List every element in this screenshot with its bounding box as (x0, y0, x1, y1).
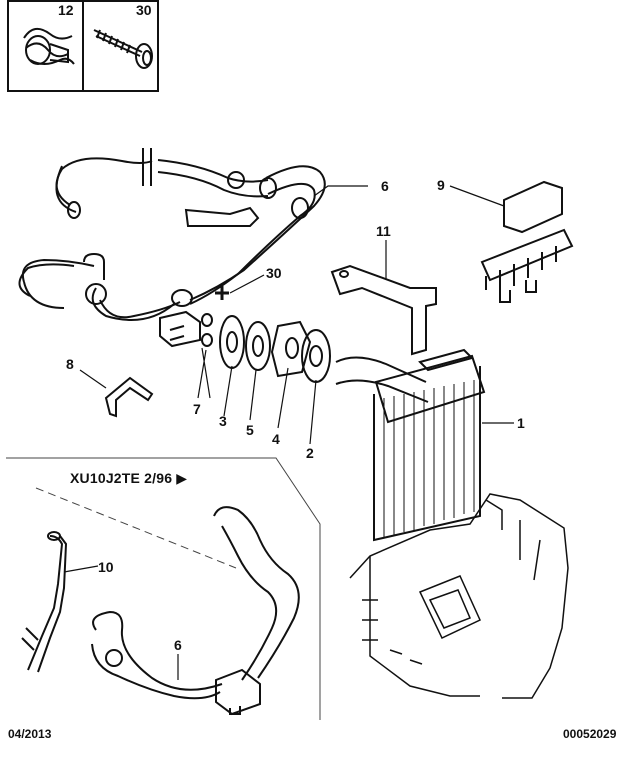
clip-part (104, 376, 154, 418)
callout-1: 1 (517, 415, 525, 431)
callout-6-lower: 6 (174, 637, 182, 653)
parts-inset-divider (82, 0, 84, 92)
callout-5: 5 (246, 422, 254, 438)
inset-part-number-12: 12 (58, 2, 74, 18)
callout-8: 8 (66, 356, 74, 372)
lower-hose-6 (91, 506, 300, 716)
callout-11: 11 (376, 223, 391, 239)
screw-marker-icon (215, 286, 229, 300)
bracket-part (330, 264, 437, 356)
connector-block (480, 180, 574, 303)
callout-4: 4 (272, 431, 280, 447)
leader-lines (63, 185, 514, 680)
hose-clamp-icon (23, 27, 75, 65)
footer-reference: 00052029 (563, 727, 617, 741)
heater-housing (349, 493, 569, 699)
callout-10: 10 (98, 559, 114, 575)
callout-2: 2 (306, 445, 314, 461)
variant-panel-frame (6, 457, 321, 720)
heater-matrix (335, 348, 486, 542)
footer-date: 04/2013 (8, 727, 52, 741)
engine-variant-label: XU10J2TE 2/96 ▶ (70, 470, 188, 486)
callout-3: 3 (219, 413, 227, 429)
inset-part-number-30: 30 (136, 2, 152, 18)
upper-hose-assembly (18, 148, 326, 348)
lower-hose-10 (21, 531, 68, 673)
screw-icon (93, 29, 153, 69)
seal-flange-stack (201, 313, 331, 383)
callout-7: 7 (193, 401, 201, 417)
callout-9: 9 (437, 177, 445, 193)
callout-30: 30 (266, 265, 282, 281)
callout-6-upper: 6 (381, 178, 389, 194)
